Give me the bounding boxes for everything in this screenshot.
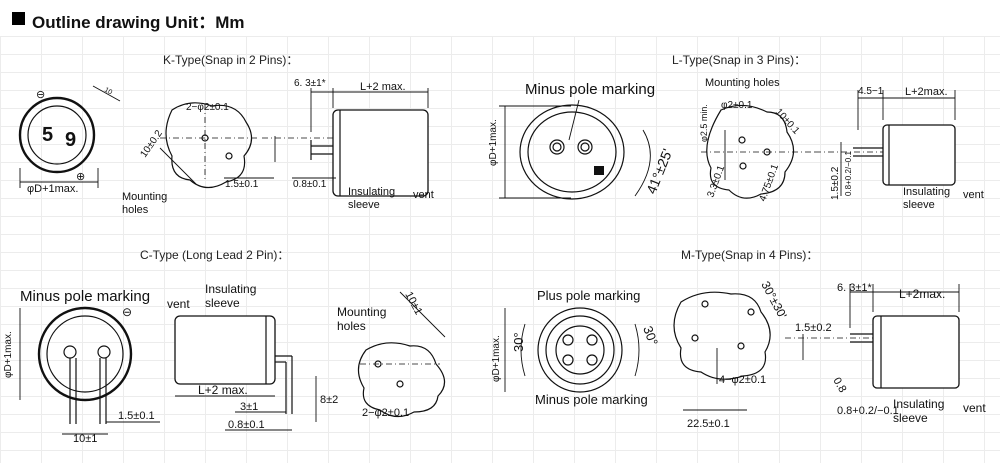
c-minus-icon: ⊖ <box>122 305 132 319</box>
k-len-label: 6. 3±1* <box>294 78 326 89</box>
c-side-view: vent Insulating sleeve L+2 max. 3±1 0.8±… <box>167 282 338 431</box>
k-holes-label: 2−φ2±0.1 <box>186 102 229 113</box>
c-d8-label: 8±2 <box>320 394 338 406</box>
m-d08b-label: 0.8+0.2/−0.1 <box>837 405 899 417</box>
k-pin-label-a: 5 <box>42 124 53 146</box>
m-lmax-label: L+2max. <box>899 287 945 301</box>
l-top-view: Minus pole marking 41°±25' φD+1max. <box>488 81 675 200</box>
c-ins-1: Insulating <box>205 282 256 296</box>
k-type-title: K-Type(Snap in 2 Pins)： <box>163 53 299 67</box>
title-bullet-icon <box>12 12 25 25</box>
c-top-view: Minus pole marking ⊖ φD+1max. 1.5±0.1 10… <box>3 288 160 445</box>
k-top-dim: 10 <box>103 87 113 97</box>
c-d10-label: 10±1 <box>73 433 97 445</box>
m-plus-label: Plus pole marking <box>537 288 640 303</box>
k-type-drawing: ⊖ ⊕ 5 9 φD+1max. 10 2−φ2±0.1 10±0.2 Moun… <box>18 78 434 216</box>
k-mounting-1: Mounting <box>122 191 167 203</box>
l-mounting-holes: Mounting holes φ2±0.1 φ2.5 min. 10±0.1 3… <box>699 77 815 203</box>
m-top-view: Plus pole marking Minus pole marking 30°… <box>491 288 661 407</box>
l-d475-label: 4.75±0.1 <box>757 162 781 203</box>
k-mounting-holes: 2−φ2±0.1 10±0.2 Mounting holes <box>122 102 258 216</box>
l-lmax-label: L+2max. <box>905 86 948 98</box>
m-diameter-label: φD+1max. <box>491 335 502 382</box>
background-grid <box>0 36 1000 463</box>
l-d15-label: 1.5±0.2 <box>830 166 841 200</box>
k-plus-icon: ⊕ <box>76 171 85 183</box>
m-d15-label: 1.5±0.2 <box>795 322 832 334</box>
c-tol-label: 10±1 <box>402 290 424 317</box>
k-ins-2: sleeve <box>348 199 380 211</box>
l-ins-2: sleeve <box>903 199 935 211</box>
m-vent-label: vent <box>963 401 986 415</box>
k-tol-label: 10±0.2 <box>138 128 165 160</box>
m-holes-label: 4−φ2±0.1 <box>719 374 766 386</box>
l-vent-label: vent <box>963 189 984 201</box>
c-mounting-holes: Mounting holes 10±1 2−φ2±0.1 <box>337 290 446 419</box>
l-mounting-label: Mounting holes <box>705 77 780 89</box>
c-lmax-label: L+2 max. <box>198 383 248 397</box>
m-ins-1: Insulating <box>893 397 944 411</box>
k-d1-label: 1.5±0.1 <box>225 179 259 190</box>
m-a30l-label: 30° <box>511 332 526 352</box>
m-d08-label: 0.8 <box>830 376 848 395</box>
m-a30r-label: 30° <box>640 324 661 348</box>
k-vent-label: vent <box>413 189 434 201</box>
c-d15-label: 1.5±0.1 <box>118 410 155 422</box>
m-minus-label: Minus pole marking <box>535 392 648 407</box>
l-min-label: φ2.5 min. <box>699 104 709 142</box>
l-hole-label: φ2±0.1 <box>721 100 753 111</box>
m-len-label: 6. 3±1* <box>837 282 873 294</box>
l-type-drawing: Minus pole marking 41°±25' φD+1max. Moun… <box>488 77 984 211</box>
k-lmax-label: L+2 max. <box>360 81 406 93</box>
c-d3-label: 3±1 <box>240 401 258 413</box>
l-d08-label: 0.8+0.2/−0.1 <box>844 151 853 196</box>
k-mounting-2: holes <box>122 204 149 216</box>
c-diameter-label: φD+1max. <box>3 331 14 378</box>
c-holes-label: 2−φ2±0.1 <box>362 407 409 419</box>
l-len-label: 4.5−1 <box>858 86 884 97</box>
m-d225-label: 22.5±0.1 <box>687 418 730 430</box>
c-type-drawing: Minus pole marking ⊖ φD+1max. 1.5±0.1 10… <box>3 282 446 445</box>
l-type-title: L-Type(Snap in 3 Pins)： <box>672 53 807 67</box>
c-type-title: C-Type (Long Lead 2 Pin)： <box>140 248 290 262</box>
c-mounting-2: holes <box>337 319 366 333</box>
c-d08-label: 0.8±0.1 <box>228 419 265 431</box>
m-type-drawing: Plus pole marking Minus pole marking 30°… <box>491 279 986 430</box>
k-d2-label: 0.8±0.1 <box>293 179 327 190</box>
l-ins-1: Insulating <box>903 186 950 198</box>
k-top-view: ⊖ ⊕ 5 9 φD+1max. 10 <box>18 85 121 195</box>
page-title: Outline drawing Unit：Mm <box>32 13 245 32</box>
l-side-view: 4.5−1 L+2max. 1.5±0.2 0.8+0.2/−0.1 Insul… <box>815 86 984 211</box>
c-minus-label: Minus pole marking <box>20 288 150 305</box>
k-ins-1: Insulating <box>348 186 395 198</box>
m-ins-2: sleeve <box>893 411 928 425</box>
l-diameter-label: φD+1max. <box>488 119 499 166</box>
c-mounting-1: Mounting <box>337 305 386 319</box>
c-ins-2: sleeve <box>205 296 240 310</box>
header: Outline drawing Unit：Mm <box>0 0 1000 37</box>
c-vent-label: vent <box>167 297 190 311</box>
l-minus-label: Minus pole marking <box>525 81 655 98</box>
m-mounting-holes: 4−φ2±0.1 22.5±0.1 30°±30' <box>673 279 790 430</box>
m-side-view: 6. 3±1* L+2max. 1.5±0.2 0.8 0.8+0.2/−0.1… <box>785 282 986 425</box>
k-diameter-label: φD+1max. <box>27 183 78 195</box>
k-minus-icon: ⊖ <box>36 89 45 101</box>
l-d33-label: 3.3±0.1 <box>705 164 727 199</box>
k-side-view: 1.5±0.1 6. 3±1* L+2 max. 0.8±0.1 Insulat… <box>224 78 434 211</box>
m-type-title: M-Type(Snap in 4 Pins)： <box>681 248 819 262</box>
k-pin-label-b: 9 <box>65 129 76 151</box>
